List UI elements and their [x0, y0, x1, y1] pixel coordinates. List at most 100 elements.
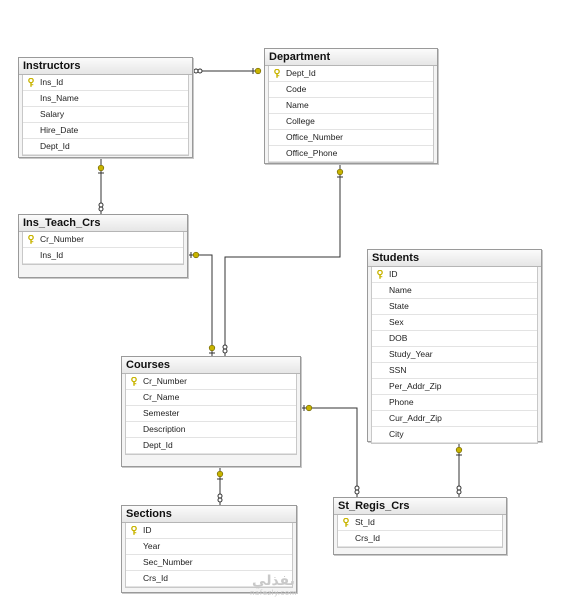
column-row[interactable]: DOB	[372, 331, 537, 347]
column-row[interactable]: ID	[126, 523, 292, 539]
column-name: Per_Addr_Zip	[389, 381, 442, 391]
column-name: Hire_Date	[40, 125, 79, 135]
primary-key-icon	[274, 69, 280, 78]
column-row[interactable]: Sex	[372, 315, 537, 331]
column-name: Cur_Addr_Zip	[389, 413, 442, 423]
primary-key-icon	[28, 78, 34, 87]
column-name: Year	[143, 541, 161, 551]
column-name: State	[389, 301, 409, 311]
column-row[interactable]: Cur_Addr_Zip	[372, 411, 537, 427]
column-row[interactable]: Dept_Id	[269, 66, 433, 82]
column-name: Dept_Id	[143, 440, 173, 450]
column-name: Crs_Id	[355, 533, 381, 543]
column-row[interactable]: ID	[372, 267, 537, 283]
column-name: Code	[286, 84, 307, 94]
column-name: Dept_Id	[40, 141, 70, 151]
one-end-key-icon	[455, 446, 463, 456]
column-row[interactable]: Ins_Name	[23, 91, 188, 107]
column-row[interactable]: City	[372, 427, 537, 443]
one-end-key-icon	[303, 404, 313, 412]
relationship-line	[224, 164, 341, 356]
column-name: Study_Year	[389, 349, 433, 359]
column-name: Name	[389, 285, 412, 295]
column-name: Phone	[389, 397, 414, 407]
column-row[interactable]: State	[372, 299, 537, 315]
table-title: Ins_Teach_Crs	[19, 215, 187, 232]
one-end-key-icon	[216, 470, 224, 480]
column-row[interactable]: Phone	[372, 395, 537, 411]
column-row[interactable]: Ins_Id	[23, 248, 183, 264]
watermark-arabic: نفذلي	[252, 573, 295, 589]
column-name: ID	[143, 525, 152, 535]
primary-key-icon	[131, 526, 137, 535]
column-row[interactable]: Cr_Number	[126, 374, 296, 390]
column-name: Salary	[40, 109, 65, 119]
table-title: Department	[265, 49, 437, 66]
column-row[interactable]: Crs_Id	[338, 531, 502, 547]
column-name: Cr_Name	[143, 392, 180, 402]
column-row[interactable]: Hire_Date	[23, 123, 188, 139]
column-name: Ins_Name	[40, 93, 79, 103]
column-row[interactable]: Per_Addr_Zip	[372, 379, 537, 395]
column-row[interactable]: Study_Year	[372, 347, 537, 363]
table-title: Sections	[122, 506, 296, 523]
column-row[interactable]: Code	[269, 82, 433, 98]
column-row[interactable]: Semester	[126, 406, 296, 422]
column-name: Semester	[143, 408, 180, 418]
column-row[interactable]: Dept_Id	[126, 438, 296, 454]
column-row[interactable]: Name	[372, 283, 537, 299]
column-row[interactable]: SSN	[372, 363, 537, 379]
column-row[interactable]: Ins_Id	[23, 75, 188, 91]
table-title: Instructors	[19, 58, 192, 75]
many-end-icon	[456, 485, 462, 495]
column-row[interactable]: Sec_Number	[126, 555, 292, 571]
column-row[interactable]: Crs_Id	[126, 571, 292, 587]
column-row[interactable]: Cr_Number	[23, 232, 183, 248]
one-end-key-icon	[252, 67, 262, 75]
one-end-key-icon	[190, 251, 200, 259]
one-end-key-icon	[97, 164, 105, 174]
column-row[interactable]: Cr_Name	[126, 390, 296, 406]
relationship-line	[188, 254, 213, 356]
column-row[interactable]: Salary	[23, 107, 188, 123]
column-row[interactable]: College	[269, 114, 433, 130]
table-title: Students	[368, 250, 541, 267]
column-row[interactable]: Year	[126, 539, 292, 555]
column-name: Sex	[389, 317, 404, 327]
column-name: Office_Number	[286, 132, 344, 142]
column-name: Dept_Id	[286, 68, 316, 78]
column-name: Crs_Id	[143, 573, 169, 583]
table-title: St_Regis_Crs	[334, 498, 506, 515]
watermark: نفذلي nafezly.com	[250, 573, 297, 599]
primary-key-icon	[131, 377, 137, 386]
column-row[interactable]: Name	[269, 98, 433, 114]
column-row[interactable]: Office_Phone	[269, 146, 433, 162]
column-name: Ins_Id	[40, 250, 64, 260]
column-row[interactable]: Office_Number	[269, 130, 433, 146]
column-name: DOB	[389, 333, 408, 343]
column-name: Name	[286, 100, 309, 110]
column-row[interactable]: Dept_Id	[23, 139, 188, 155]
column-row[interactable]: St_Id	[338, 515, 502, 531]
many-end-icon	[222, 344, 228, 354]
column-name: St_Id	[355, 517, 375, 527]
one-end-key-icon	[336, 168, 344, 178]
many-end-icon	[217, 493, 223, 503]
column-name: Cr_Number	[40, 234, 84, 244]
column-name: Description	[143, 424, 186, 434]
column-row[interactable]: Description	[126, 422, 296, 438]
watermark-latin: nafezly.com	[250, 589, 297, 597]
